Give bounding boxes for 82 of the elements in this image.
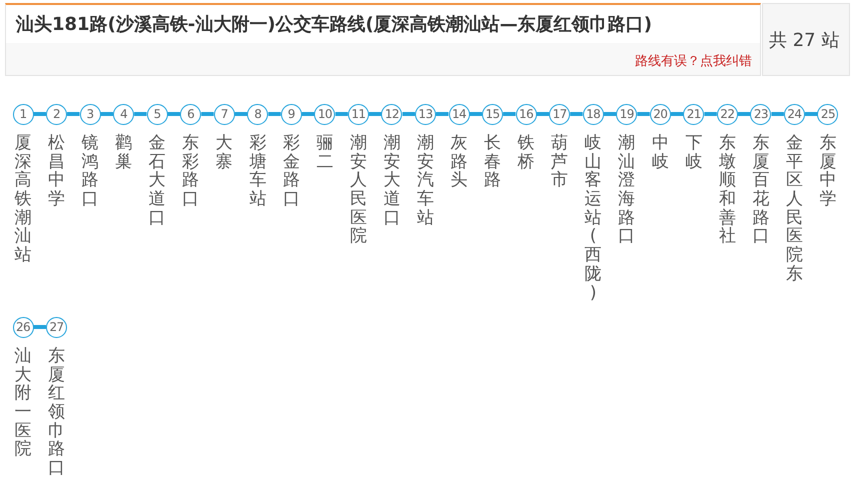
connector-line — [302, 112, 314, 116]
stop-circle: 25 — [817, 104, 838, 124]
stop-circle: 27 — [46, 316, 68, 338]
connector-line — [738, 112, 750, 116]
stop-circle: 26 — [12, 316, 34, 338]
stop-circle: 11 — [348, 104, 369, 124]
stop-name: 镜鸿路口 — [82, 134, 99, 209]
connector-line — [637, 112, 650, 116]
stop-circle: 4 — [113, 104, 134, 124]
connector-line — [402, 112, 415, 116]
connector-line — [470, 112, 482, 116]
connector-line — [436, 112, 449, 116]
stop-name: 潮安汽车站 — [416, 134, 434, 228]
stop-circle: 24 — [784, 104, 805, 124]
connector-line — [168, 112, 180, 116]
stop-name: 东墩顺和善社 — [718, 134, 736, 246]
stop-circle: 21 — [683, 104, 704, 124]
connector-line — [570, 112, 583, 116]
stop-name: 大寨 — [216, 134, 233, 172]
stop-circle: 12 — [381, 104, 402, 124]
connector-line — [804, 112, 818, 116]
stop-name: 潮汕澄海路口 — [618, 134, 636, 246]
stop-circle: 20 — [650, 104, 671, 124]
connector-line — [368, 112, 382, 116]
stop-name: 长春路 — [484, 134, 502, 190]
stop-name: 彩塘车站 — [249, 134, 266, 209]
stop-name: 中岐 — [652, 134, 669, 172]
connector-line — [67, 112, 80, 116]
connector-line — [771, 112, 784, 116]
stop-circle: 19 — [616, 104, 638, 124]
route-title: 汕头181路(沙溪高铁-汕大附一)公交车路线(厦深高铁潮汕站—东厦红领巾路口) — [16, 13, 652, 37]
connector-line — [503, 112, 516, 116]
stop-name: 岐山客运站(西陇) — [584, 134, 602, 302]
stop-circle: 7 — [214, 104, 235, 124]
stop-name: 铁桥 — [518, 134, 535, 172]
stop-circle: 5 — [146, 104, 168, 124]
connector-line — [268, 112, 281, 116]
stop-circle: 23 — [750, 104, 772, 124]
stop-circle: 17 — [549, 104, 570, 124]
stop-name: 厦深高铁潮汕站 — [14, 134, 32, 265]
stop-count: 共 27 站 — [769, 29, 840, 53]
stop-circle: 10 — [314, 104, 336, 124]
stop-name: 彩金路口 — [282, 134, 300, 209]
stop-name: 东彩路口 — [182, 134, 200, 209]
stop-name: 骊二 — [316, 134, 334, 172]
stop-circle: 9 — [280, 104, 302, 124]
stop-name: 葫芦市 — [551, 134, 568, 190]
connector-line — [335, 112, 348, 116]
connector-line — [34, 112, 46, 116]
stop-name: 东厦红领巾路口 — [48, 347, 66, 478]
connector-line — [670, 112, 684, 116]
connector-line — [604, 112, 616, 116]
stop-name: 灰路头 — [450, 134, 468, 190]
connector-line — [201, 112, 214, 116]
stop-name: 下岐 — [685, 134, 702, 172]
stop-circle: 2 — [46, 104, 68, 124]
stop-name: 金石大道口 — [148, 134, 166, 228]
stop-circle: 16 — [516, 104, 537, 124]
stop-circle: 1 — [12, 104, 34, 124]
stop-name: 潮安人民医院 — [350, 134, 367, 246]
stop-circle: 8 — [247, 104, 268, 124]
stop-name: 鹳巢 — [115, 134, 132, 172]
stop-circle: 22 — [716, 104, 738, 124]
stop-name: 东厦中学 — [819, 134, 836, 209]
connector-line — [34, 325, 46, 329]
stop-circle: 13 — [414, 104, 436, 124]
stop-name: 汕大附一医院 — [14, 347, 32, 460]
connector-line — [134, 112, 147, 116]
connector-line — [536, 112, 550, 116]
stop-circle: 14 — [448, 104, 470, 124]
stop-name: 东厦百花路口 — [752, 134, 770, 246]
stop-circle: 18 — [582, 104, 604, 124]
stop-circle: 15 — [482, 104, 504, 124]
connector-line — [234, 112, 248, 116]
connector-line — [704, 112, 717, 116]
stop-circle: 3 — [80, 104, 101, 124]
stop-name: 松昌中学 — [48, 134, 66, 209]
stop-name: 金平区人民医院东 — [786, 134, 803, 284]
stop-circle: 6 — [180, 104, 202, 124]
stop-name: 潮安大道口 — [383, 134, 400, 228]
report-error-link: 路线有误？点我纠错 — [635, 53, 752, 71]
connector-line — [100, 112, 114, 116]
